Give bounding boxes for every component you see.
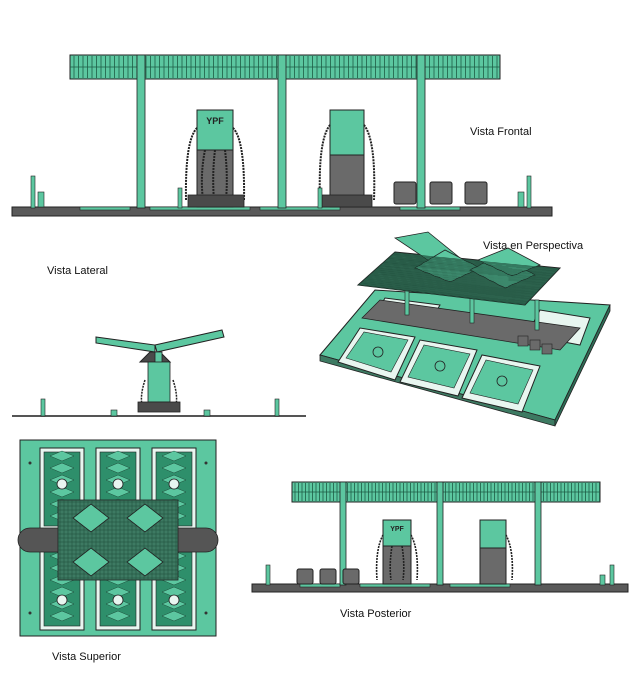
rear-pump-left: YPF xyxy=(375,519,419,585)
perspective-island-logos xyxy=(372,346,508,387)
front-pump-logo: YPF xyxy=(206,116,224,126)
label-front-view: Vista Frontal xyxy=(470,126,532,138)
front-canopy-columns xyxy=(136,54,426,209)
top-canopy xyxy=(17,499,219,581)
rear-view: YPF xyxy=(251,481,629,593)
rear-pump-right xyxy=(479,519,514,585)
rear-pump-logo: YPF xyxy=(390,526,404,533)
front-view: YPF xyxy=(11,54,553,217)
perspective-view xyxy=(319,231,611,427)
rear-canopy-columns xyxy=(339,481,542,586)
side-posts xyxy=(40,398,280,417)
label-rear-view: Vista Posterior xyxy=(340,608,412,620)
front-posts xyxy=(30,175,532,209)
top-view xyxy=(17,439,219,637)
front-pump-right xyxy=(318,109,376,208)
side-pump xyxy=(137,361,181,413)
label-side-view: Vista Lateral xyxy=(47,265,108,277)
perspective-island-inner xyxy=(345,331,534,405)
rear-bins xyxy=(296,568,360,585)
perspective-bins xyxy=(517,335,553,355)
label-top-view: Vista Superior xyxy=(52,651,121,663)
top-corner-bolts xyxy=(28,461,208,615)
rear-posts xyxy=(265,564,615,586)
label-perspective-view: Vista en Perspectiva xyxy=(483,240,584,252)
front-pump-left: YPF xyxy=(184,109,246,208)
side-view xyxy=(12,329,306,417)
rear-canopy-roof xyxy=(291,481,601,503)
front-bins xyxy=(393,181,488,205)
perspective-canopy xyxy=(356,231,562,306)
